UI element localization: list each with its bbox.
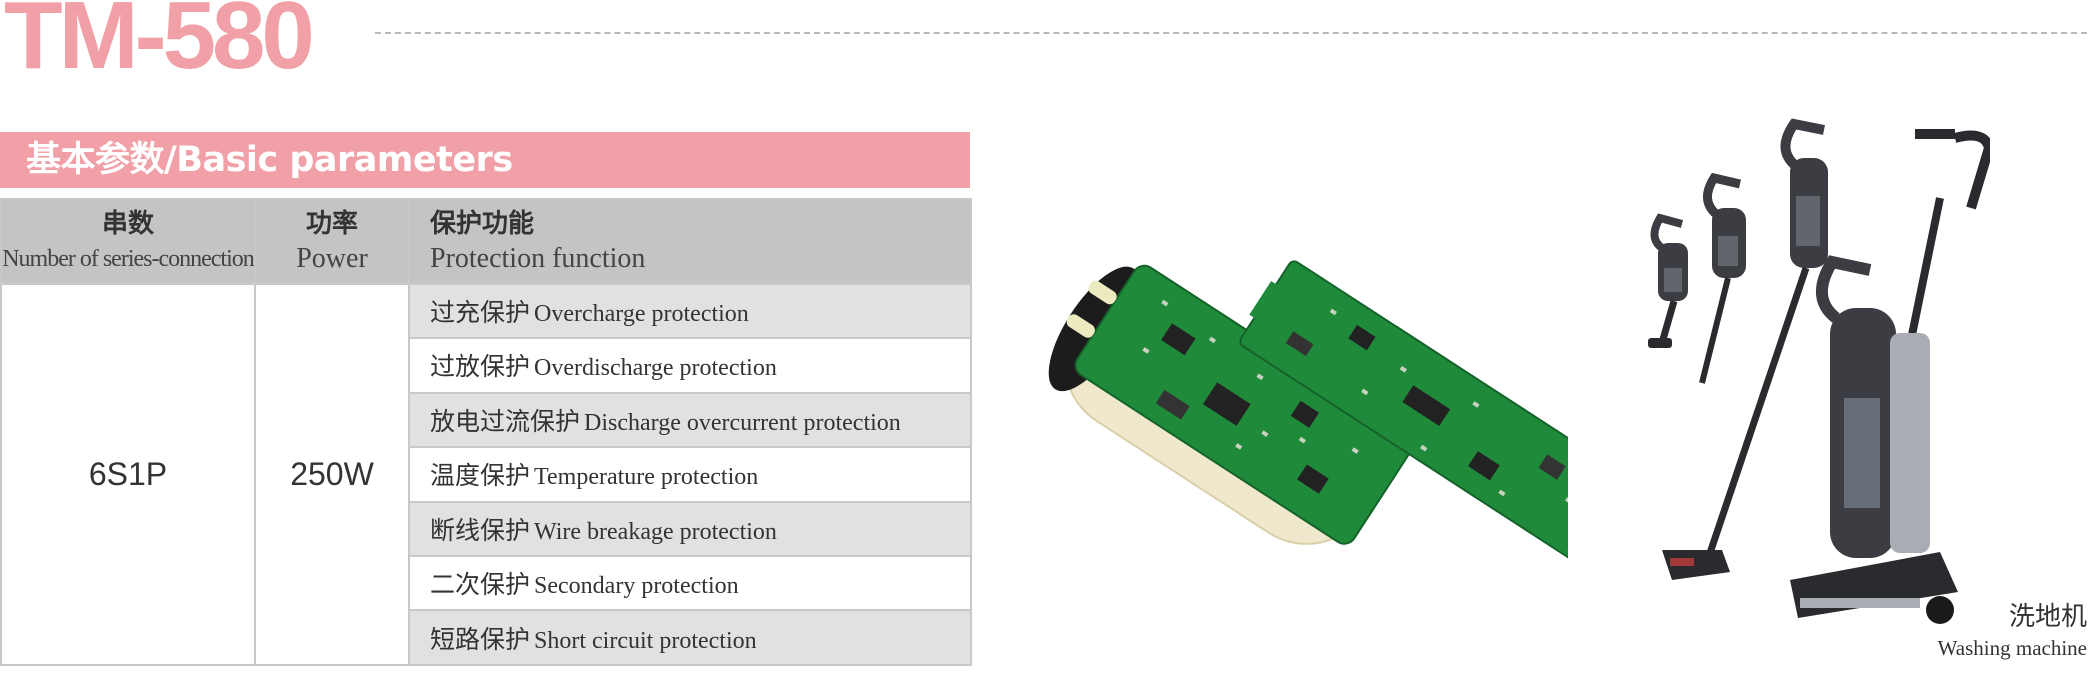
product-name-cn: 洗地机 (2008, 602, 2087, 632)
protection-en: Overcharge protection (534, 300, 749, 327)
model-title: TM-580 (4, 0, 315, 89)
header-series-en: Number of series-connection (2, 246, 255, 273)
product-name-en: Washing machine (1937, 636, 2087, 660)
header-protection-cn: 保护功能 (430, 209, 535, 240)
handheld-vacuum-medium (1699, 172, 1746, 384)
protection-en: Temperature protection (534, 464, 759, 491)
protection-en: Secondary protection (534, 573, 739, 600)
protection-cn: 过放保护 (430, 352, 531, 382)
parameters-table: 串数 Number of series-connection 功率 Power … (0, 198, 972, 667)
header-protection-en: Protection function (430, 243, 646, 275)
stick-vacuum (1662, 118, 1828, 580)
protection-cn: 断线保护 (430, 515, 531, 545)
section-title: 基本参数/Basic parameters (26, 140, 513, 180)
power-value: 250W (254, 282, 410, 667)
handheld-vacuum-small (1648, 213, 1688, 348)
protection-en: Discharge overcurrent protection (584, 409, 901, 436)
section-header-bar: 基本参数/Basic parameters (0, 132, 970, 188)
header-power-en: Power (296, 243, 368, 275)
header-protection: 保护功能 Protection function (408, 198, 972, 285)
vacuum-cleaner-photo (1648, 118, 1990, 624)
protection-cn: 二次保护 (430, 570, 531, 600)
header-series-cn: 串数 (101, 209, 154, 240)
protection-cn: 过充保护 (430, 297, 531, 327)
protection-en: Overdischarge protection (534, 355, 777, 382)
series-value: 6S1P (0, 282, 256, 667)
table-header-row: 串数 Number of series-connection 功率 Power … (0, 198, 972, 285)
protection-cn: 温度保护 (430, 461, 531, 491)
protection-en: Short circuit protection (534, 627, 757, 654)
header-power-cn: 功率 (305, 209, 358, 240)
floor-washer (1790, 129, 1990, 624)
battery-pack-assembly (1048, 264, 1414, 545)
header-series: 串数 Number of series-connection (0, 198, 256, 285)
protection-en: Wire breakage protection (534, 518, 777, 545)
title-dashed-rule (375, 32, 2087, 34)
protection-cn: 短路保护 (430, 624, 531, 654)
header-power: 功率 Power (254, 198, 410, 285)
protection-cn: 放电过流保护 (430, 406, 581, 436)
pcb-board (1239, 260, 1568, 560)
product-label: 洗地机 Washing machine (1938, 600, 2087, 662)
pcb-board-photo (1048, 260, 1568, 560)
